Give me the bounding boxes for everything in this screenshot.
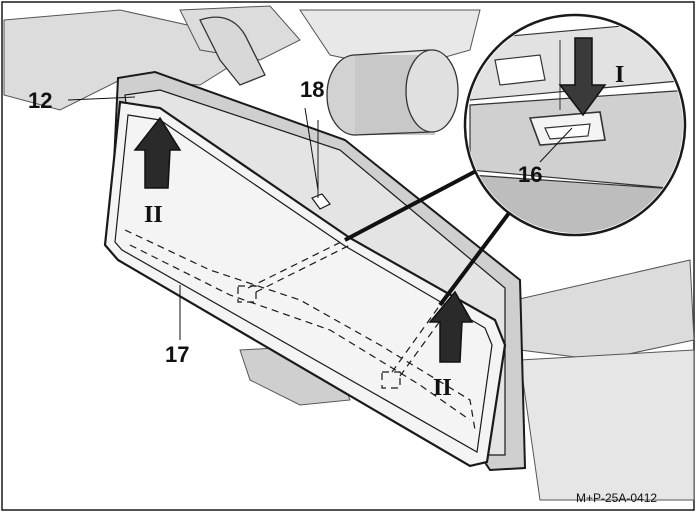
hidden-outlines — [124, 229, 476, 431]
arrow-down-icon — [558, 37, 607, 117]
callout-17: 17 — [165, 342, 189, 367]
callout-leaders — [67, 96, 573, 340]
arrow-up-icon — [428, 290, 474, 363]
arrow-label-ii-left: II — [144, 202, 163, 228]
arrow-label-i: I — [615, 62, 624, 88]
background-machinery — [3, 5, 695, 501]
arrow-up-icon — [133, 116, 182, 189]
inset-leader-lines — [344, 168, 517, 307]
callout-12: 12 — [28, 88, 52, 113]
cylinder-part — [199, 16, 459, 136]
cover-panel-17 — [103, 100, 507, 468]
document-code: M+P-25A-0412 — [576, 491, 657, 505]
arrow-label-ii-right: II — [433, 375, 452, 401]
callout-18: 18 — [300, 77, 324, 102]
clip-18 — [311, 120, 331, 210]
callout-16: 16 — [518, 162, 542, 187]
